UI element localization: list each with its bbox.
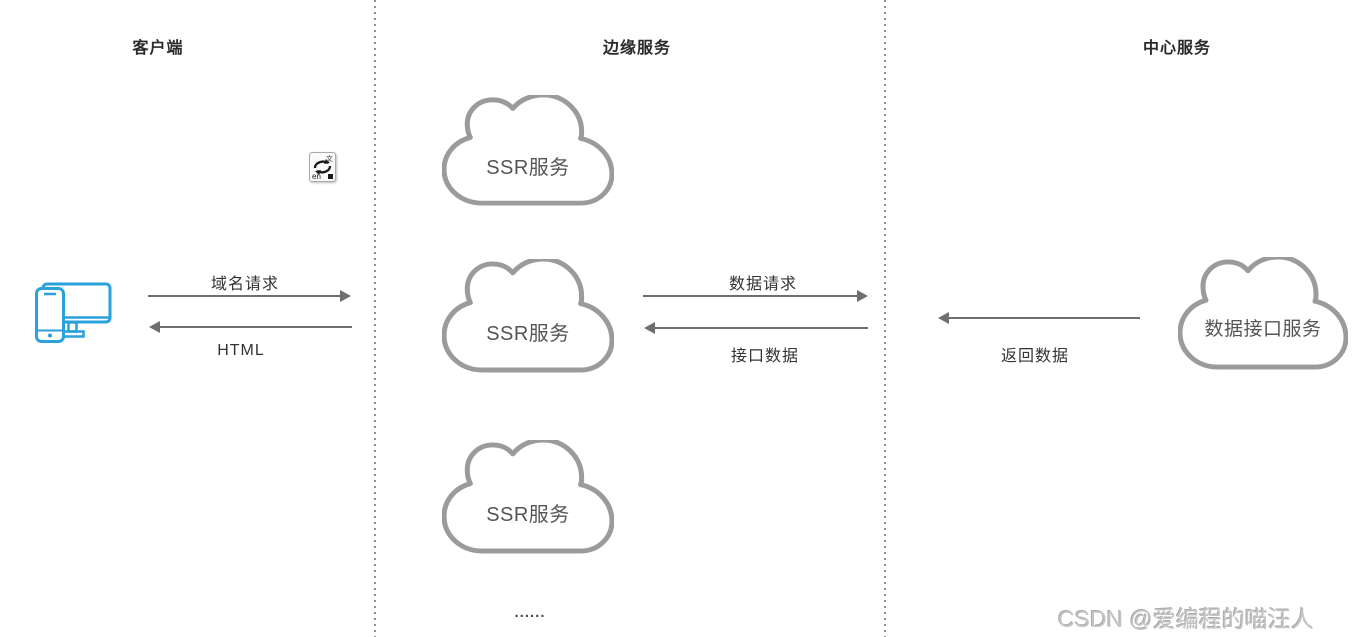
cloud-ssr-service-3: SSR服务 xyxy=(442,440,614,555)
cloud-label: SSR服务 xyxy=(486,157,570,179)
column-header-center: 中心服务 xyxy=(1142,40,1212,57)
cloud-ssr-service-2: SSR服务 xyxy=(442,259,614,374)
cloud-label: SSR服务 xyxy=(486,503,570,526)
translate-icon[interactable]: en 文 xyxy=(309,152,336,182)
translate-icon-lang-label: en xyxy=(312,172,321,181)
column-header-client: 客户端 xyxy=(132,40,184,57)
cloud-data-api-service: 数据接口服务 xyxy=(1178,257,1348,371)
arrow-label-return-data: 返回数据 xyxy=(1000,348,1070,365)
arrow-data-request xyxy=(643,290,868,302)
arrow-label-domain-request: 域名请求 xyxy=(210,276,280,293)
cloud-label: 数据接口服务 xyxy=(1204,319,1322,340)
cloud-label: SSR服务 xyxy=(486,322,570,345)
arrow-domain-request xyxy=(148,290,351,302)
more-services-ellipsis: ...... xyxy=(514,604,546,621)
column-header-edge: 边缘服务 xyxy=(602,40,672,57)
separator-edge-center xyxy=(884,0,886,637)
csdn-watermark: CSDN @爱编程的喵汪人 xyxy=(1058,606,1314,632)
arrow-html-response xyxy=(149,321,352,333)
arrow-return-data xyxy=(938,312,1140,324)
separator-client-edge xyxy=(374,0,376,637)
arrow-label-data-request: 数据请求 xyxy=(728,276,798,293)
client-device-icon xyxy=(35,282,113,349)
arrow-label-html: HTML xyxy=(217,342,265,359)
arrow-label-api-data: 接口数据 xyxy=(730,348,800,365)
arrow-api-data xyxy=(644,322,868,334)
svg-text:文: 文 xyxy=(326,154,333,163)
cloud-ssr-service-1: SSR服务 xyxy=(442,95,614,207)
